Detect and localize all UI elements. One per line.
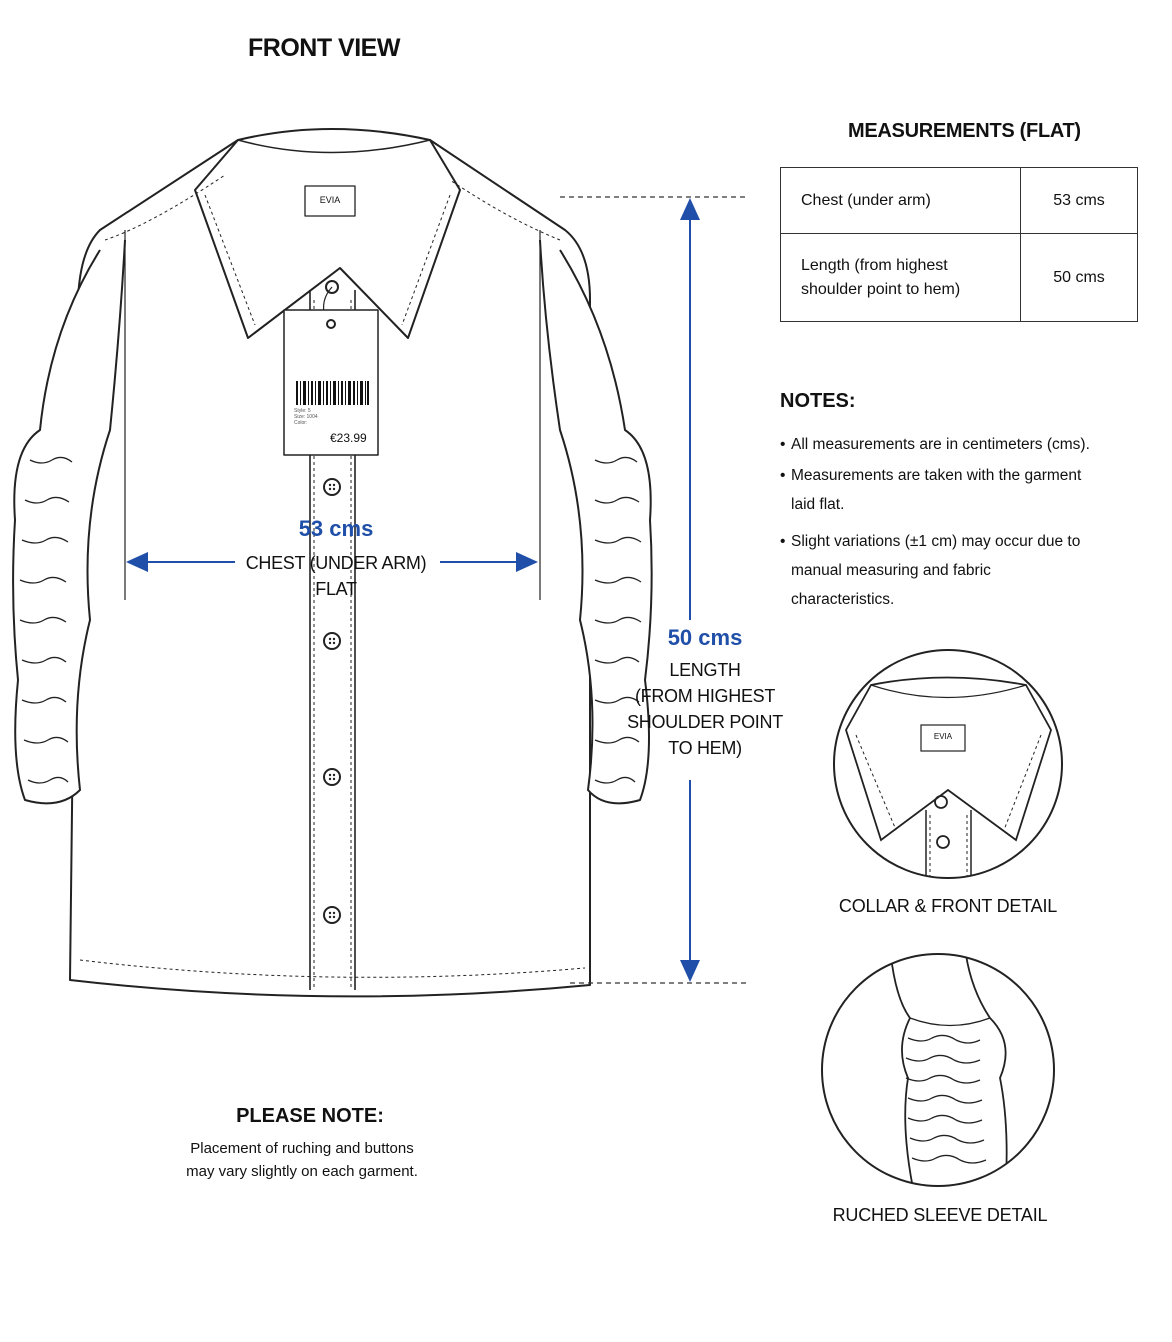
notes-list: All measurements are in centimeters (cms…	[780, 430, 1160, 614]
chest-label-line2: FLAT	[315, 579, 357, 599]
note-line: laid flat.	[791, 496, 845, 513]
table-row: Length (from highest shoulder point to h…	[780, 233, 1138, 322]
sleeve-detail-illustration	[821, 953, 1055, 1187]
tag-style: Style: 5	[294, 408, 311, 414]
measurement-value: 53 cms	[1020, 167, 1138, 234]
please-note-heading: PLEASE NOTE:	[236, 1105, 384, 1127]
front-view-title: FRONT VIEW	[248, 34, 400, 62]
tag-color: Color:	[294, 420, 308, 426]
neck-label	[304, 185, 356, 217]
button	[323, 632, 341, 650]
measurement-label-line1: Length (from highest	[801, 256, 948, 274]
barcode	[296, 381, 369, 405]
collar-detail-label: COLLAR & FRONT DETAIL	[838, 896, 1058, 916]
note-item: Slight variations (±1 cm) may occur due …	[780, 527, 1160, 614]
note-line: Slight variations (±1 cm) may occur due …	[791, 533, 1081, 550]
measurement-label: Length (from highest shoulder point to h…	[780, 233, 1021, 322]
chest-value: 53 cms	[298, 516, 374, 541]
please-note-text: Placement of ruching and buttons may var…	[142, 1137, 462, 1183]
button	[323, 906, 341, 924]
shirt-body-outline	[69, 139, 591, 998]
note-line: All measurements are in centimeters (cms…	[791, 436, 1090, 453]
chest-label-line1: CHEST (UNDER ARM)	[245, 553, 427, 573]
length-label-line2: (FROM HIGHEST	[634, 686, 776, 706]
collar-button	[325, 280, 339, 294]
measurement-label: Chest (under arm)	[780, 167, 1021, 234]
measurement-value: 50 cms	[1020, 233, 1138, 322]
left-ruched-sleeve	[12, 239, 126, 805]
collar-detail-brand: EVIA	[933, 732, 953, 741]
note-item: Measurements are taken with the garment …	[780, 461, 1160, 519]
length-label-line3: SHOULDER POINT	[627, 712, 783, 732]
button	[323, 478, 341, 496]
measurement-label-line2: shoulder point to hem)	[801, 280, 961, 298]
length-label-line4: TO HEM)	[668, 738, 742, 758]
collar-detail-illustration	[833, 649, 1063, 879]
note-line: Measurements are taken with the garment	[791, 467, 1082, 484]
measurements-table: Chest (under arm) 53 cms Length (from hi…	[780, 167, 1138, 322]
chest-label: CHEST (UNDER ARM) FLAT	[236, 550, 436, 602]
length-label-line1: LENGTH	[669, 660, 741, 680]
sleeve-detail-label: RUCHED SLEEVE DETAIL	[832, 1205, 1048, 1225]
measurements-title: MEASUREMENTS (FLAT)	[848, 120, 1081, 142]
neck-label-brand: EVIA	[319, 195, 341, 205]
length-value: 50 cms	[667, 625, 743, 650]
button	[323, 768, 341, 786]
note-line: manual measuring and fabric	[791, 562, 991, 579]
please-note-line2: may vary slightly on each garment.	[186, 1163, 418, 1180]
tag-price: €23.99	[330, 431, 367, 445]
button	[936, 835, 950, 849]
neck-label	[920, 724, 966, 752]
right-ruched-sleeve	[539, 239, 653, 805]
collar-button	[934, 795, 948, 809]
length-label: LENGTH (FROM HIGHEST SHOULDER POINT TO H…	[625, 657, 785, 761]
tag-details: Style: 5 Size: 1004 Color:	[294, 408, 318, 426]
note-line: characteristics.	[791, 591, 895, 608]
shirt-front-illustration	[12, 128, 748, 998]
table-row: Chest (under arm) 53 cms	[780, 167, 1138, 234]
note-item: All measurements are in centimeters (cms…	[780, 430, 1160, 459]
please-note-line1: Placement of ruching and buttons	[190, 1140, 414, 1157]
collar-outline	[194, 128, 461, 339]
tag-size: Size: 1004	[294, 414, 318, 420]
notes-heading: NOTES:	[780, 390, 856, 412]
